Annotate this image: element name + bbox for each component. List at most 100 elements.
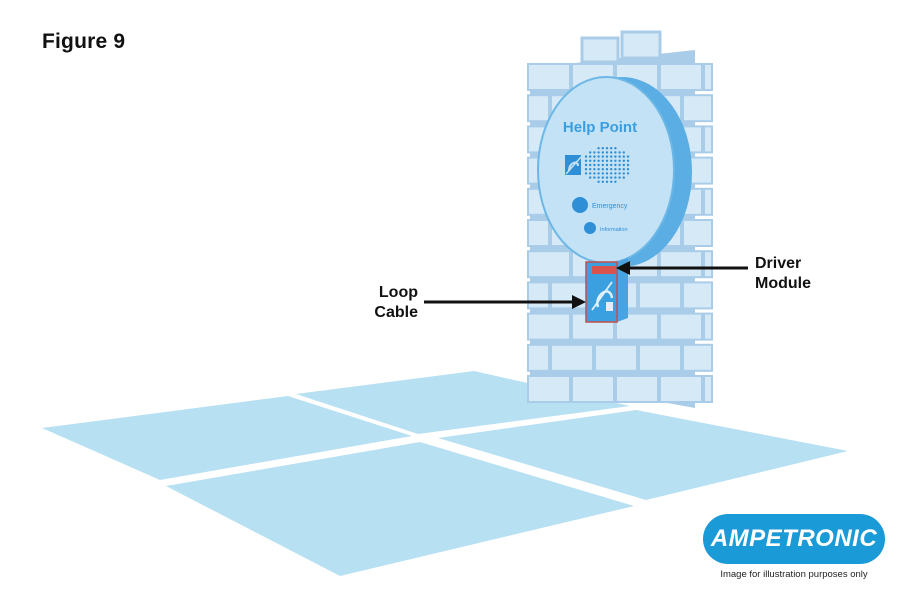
speaker-dot <box>601 176 604 179</box>
wall-brick <box>682 219 713 247</box>
floor-tile-front-right <box>438 410 848 500</box>
speaker-dot <box>597 168 600 171</box>
wall-brick <box>527 312 571 341</box>
wall-brick <box>638 281 682 310</box>
speaker-dot <box>610 155 613 158</box>
driver-module-label-line: Module <box>755 275 811 292</box>
driver-module <box>585 258 628 323</box>
speaker-dot <box>593 163 596 167</box>
speaker-dot <box>589 155 592 158</box>
wall-brick <box>594 343 638 372</box>
wall-top-brick <box>620 30 662 60</box>
speaker-dot <box>601 168 604 171</box>
speaker-dot <box>622 163 625 167</box>
speaker-dot <box>614 147 617 150</box>
speaker-dot <box>605 159 609 162</box>
speaker-dot <box>622 155 625 158</box>
speaker-dot <box>605 172 609 175</box>
speaker-dot <box>597 172 600 175</box>
speaker-dot <box>610 147 613 150</box>
speaker-dot <box>597 147 600 150</box>
wall-brick <box>703 312 713 341</box>
speaker-dot <box>618 168 621 171</box>
speaker-dot <box>584 163 588 167</box>
speaker-dot <box>610 163 613 167</box>
speaker-dot <box>597 163 600 167</box>
wall-brick <box>659 250 703 279</box>
speaker-dot <box>618 172 621 175</box>
wall-brick <box>703 63 713 91</box>
speaker-dot <box>597 159 600 162</box>
speaker-dot <box>614 176 617 179</box>
loop-cable-label-line: Loop <box>378 284 418 301</box>
help-point-face <box>537 76 675 264</box>
speaker-dot <box>622 176 625 179</box>
speaker-dot <box>626 159 630 162</box>
speaker-dot <box>622 168 625 171</box>
speaker-dot <box>593 159 596 162</box>
speaker-dot <box>589 168 592 171</box>
wall-brick <box>682 343 713 372</box>
speaker-dot <box>610 176 613 179</box>
speaker-dot <box>593 172 596 175</box>
speaker-dot <box>597 180 600 183</box>
emergency-button[interactable] <box>572 197 588 213</box>
speaker-dot <box>618 176 621 179</box>
speaker-dot <box>614 168 617 171</box>
wall-top-brick <box>580 36 620 64</box>
information-button[interactable] <box>584 222 596 234</box>
driver-indicator <box>592 266 616 274</box>
speaker-dot <box>626 163 630 167</box>
speaker-dot <box>589 163 592 167</box>
speaker-dot <box>601 155 604 158</box>
speaker-dot <box>622 151 625 154</box>
speaker-dot <box>610 172 613 175</box>
speaker-dot <box>626 155 630 158</box>
speaker-dot <box>610 159 613 162</box>
wall-brick <box>659 63 703 91</box>
wall-brick <box>527 343 550 372</box>
wall-brick <box>527 219 550 247</box>
speaker-dot <box>597 176 600 179</box>
speaker-dot <box>614 163 617 167</box>
wall-brick <box>659 375 703 403</box>
speaker-dot <box>605 176 609 179</box>
wall-brick <box>703 187 713 216</box>
speaker-dot <box>622 172 625 175</box>
wall-brick <box>527 63 571 91</box>
speaker-dot <box>622 159 625 162</box>
wall-brick <box>527 250 571 279</box>
speaker-dot <box>601 159 604 162</box>
speaker-dot <box>601 172 604 175</box>
speaker-dot <box>605 180 609 183</box>
speaker-dot <box>584 172 588 175</box>
speaker-dot <box>618 151 621 154</box>
disclaimer-text: Image for illustration purposes only <box>720 569 868 580</box>
driver-module-label: Driver Module <box>755 254 811 294</box>
speaker-dot <box>601 180 604 183</box>
speaker-dot <box>589 172 592 175</box>
speaker-dot <box>593 176 596 179</box>
brand-logo: AMPETRONIC <box>703 514 885 564</box>
speaker-dot <box>605 151 609 154</box>
driver-module-label-line: Driver <box>755 255 802 272</box>
loop-cable-label: Loop Cable <box>352 283 418 323</box>
wall-brick <box>703 375 713 403</box>
speaker-dot <box>593 155 596 158</box>
speaker-dot <box>618 163 621 167</box>
speaker-dot <box>605 147 609 150</box>
speaker-dot <box>618 155 621 158</box>
wall-brick <box>527 281 550 310</box>
hearing-loop-icon <box>565 155 582 175</box>
wall-brick <box>550 343 594 372</box>
speaker-grille-icon <box>584 147 630 183</box>
speaker-dot <box>605 163 609 167</box>
floor <box>42 371 848 576</box>
help-point: Help Point Emergency Information <box>537 76 692 267</box>
wall-brick <box>703 250 713 279</box>
speaker-dot <box>593 168 596 171</box>
wall-brick <box>682 281 713 310</box>
speaker-dot <box>610 168 613 171</box>
speaker-dot <box>597 155 600 158</box>
